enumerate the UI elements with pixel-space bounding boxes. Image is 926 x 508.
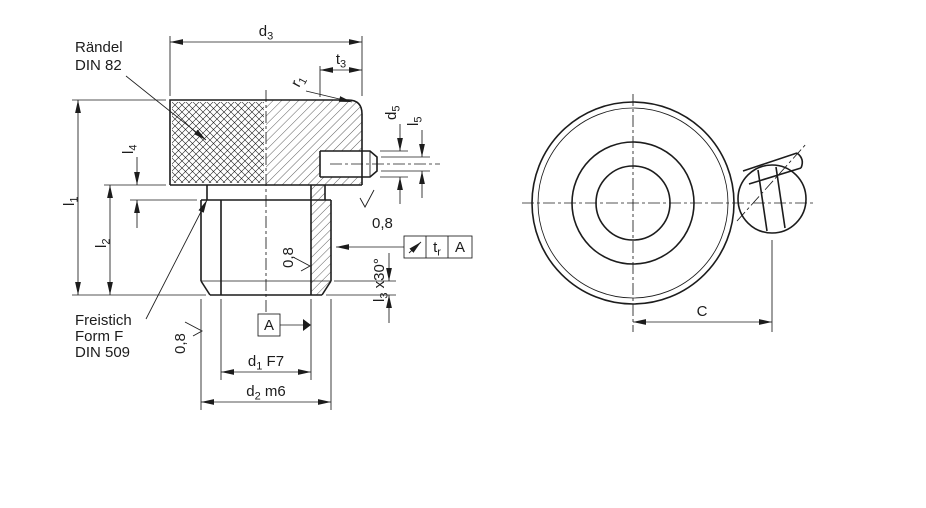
dim-l2: l2 xyxy=(93,184,166,295)
note-undercut: Freistich Form F DIN 509 xyxy=(75,199,208,361)
dim-d2-label: d2 m6 xyxy=(246,383,285,403)
dim-d1: d1 F7 xyxy=(220,299,312,380)
feature-control-frame: tr A xyxy=(336,235,473,259)
dim-d5: d5 xyxy=(380,106,408,204)
fcf-datum: A xyxy=(455,239,465,256)
dim-r1-label: r1 xyxy=(288,72,310,91)
fcf-value: tr xyxy=(433,239,441,259)
dim-l3-label: l3 x30° xyxy=(371,258,391,302)
dim-c: C xyxy=(633,240,773,332)
surface-finish-pin-value: 0,8 xyxy=(372,215,393,232)
dim-d5-label: d5 xyxy=(383,106,403,120)
dim-d3-label: d3 xyxy=(259,23,273,43)
note-knurl: Rändel DIN 82 xyxy=(75,39,207,141)
knurl-texture xyxy=(172,102,264,183)
surface-finish-bore: 0,8 xyxy=(280,247,311,272)
dim-t3: t3 xyxy=(319,51,362,97)
dim-l3: l3 x30° xyxy=(326,253,396,323)
shaft-section-hatch xyxy=(311,185,331,295)
datum-triangle-icon xyxy=(303,319,311,331)
dim-l5: l5 xyxy=(381,117,430,198)
dim-l2-label: l2 xyxy=(93,239,113,248)
note-undercut-line3: DIN 509 xyxy=(75,344,130,361)
datum-a: A xyxy=(257,313,311,337)
datum-a-label: A xyxy=(264,317,274,334)
dim-l4: l4 xyxy=(120,145,197,228)
dim-d3: d3 xyxy=(169,23,363,96)
note-undercut-line1: Freistich xyxy=(75,312,132,329)
surface-finish-shaft: 0,8 xyxy=(172,321,203,354)
surface-finish-pin: 0,8 xyxy=(359,189,393,232)
dim-l1-label: l1 xyxy=(61,197,81,206)
dim-l1: l1 xyxy=(61,99,206,296)
section-view: d3 t3 r1 d5 xyxy=(61,23,473,410)
note-knurl-line2: DIN 82 xyxy=(75,57,122,74)
runout-icon xyxy=(408,241,422,254)
dim-l5-label: l5 xyxy=(405,117,425,126)
dim-c-label: C xyxy=(697,303,708,320)
surface-finish-shaft-value: 0,8 xyxy=(172,333,189,354)
head-section-hatch xyxy=(266,100,362,185)
note-undercut-line2: Form F xyxy=(75,328,123,345)
note-knurl-line1: Rändel xyxy=(75,39,123,56)
surface-finish-bore-value: 0,8 xyxy=(280,247,297,268)
dim-d1-label: d1 F7 xyxy=(248,353,284,373)
dim-t3-label: t3 xyxy=(336,51,346,71)
dim-l4-label: l4 xyxy=(120,145,140,154)
dim-d2: d2 m6 xyxy=(200,299,332,410)
front-view: C xyxy=(522,94,814,332)
grip-lever xyxy=(736,142,808,234)
